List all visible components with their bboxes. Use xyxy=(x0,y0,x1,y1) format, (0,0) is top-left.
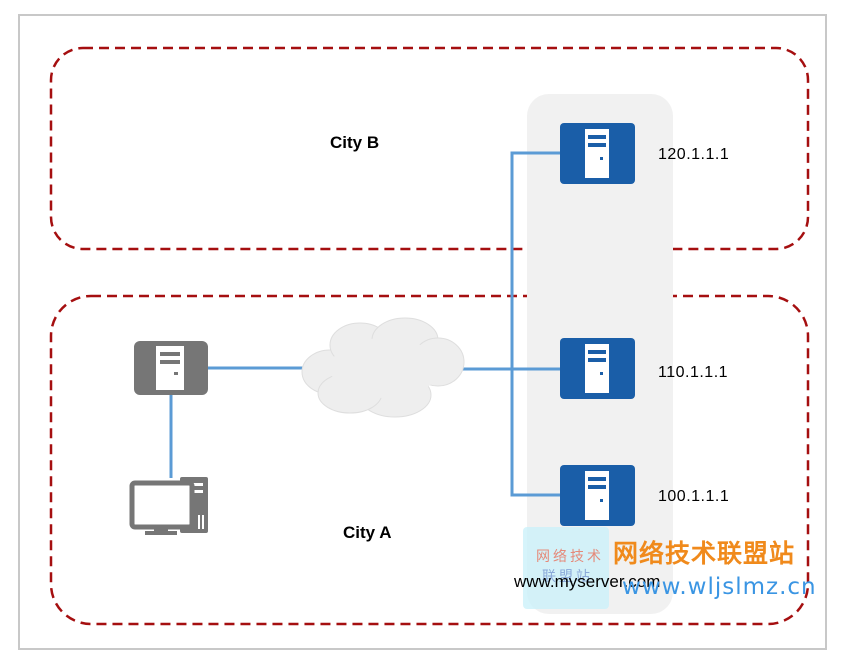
server-icon xyxy=(134,341,208,395)
cloud-icon xyxy=(301,317,465,418)
city-b-label: City B xyxy=(330,133,380,152)
city-a-label: City A xyxy=(343,523,392,542)
server-icon xyxy=(560,465,635,526)
domain-name-label: www.myserver.com xyxy=(514,572,661,591)
watermark-logo-text: 网络技术 xyxy=(536,548,604,564)
server-ip-label: 110.1.1.1 xyxy=(658,364,729,381)
watermark-logo-box: 网络技术 联盟站 xyxy=(523,527,609,609)
watermark-title: 网络技术联盟站 xyxy=(613,539,796,568)
desktop-computer-icon xyxy=(129,477,208,535)
city-a-region xyxy=(49,294,810,626)
server-icon xyxy=(560,338,635,399)
watermark-logo-text: 联盟站 xyxy=(542,568,593,584)
server-icon xyxy=(560,123,635,184)
watermark-url: www.wljslmz.cn xyxy=(622,574,817,600)
network-links xyxy=(169,151,561,497)
server-ip-label: 120.1.1.1 xyxy=(658,146,730,163)
server-ip-label: 100.1.1.1 xyxy=(658,488,730,505)
